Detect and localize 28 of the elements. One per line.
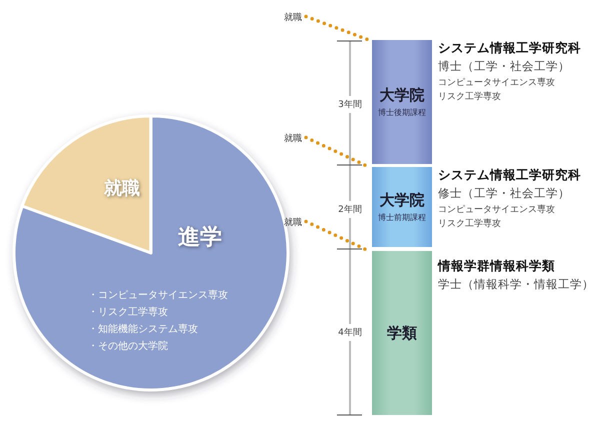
employment-label: 就職 (284, 132, 302, 145)
major-text: コンピュータサイエンス専攻 (438, 76, 556, 89)
degree-text: 博士（工学・社会工学） (438, 59, 571, 74)
stage-subtitle: 博士後期課程 (378, 107, 426, 118)
degree-text: 修士（工学・社会工学） (438, 186, 571, 201)
dotted-leader-line (304, 14, 371, 42)
list-item: ・リスク工学専攻 (88, 306, 168, 319)
program-title: システム情報工学研究科 (438, 40, 582, 57)
major-text: リスク工学専攻 (438, 90, 502, 103)
program-title: システム情報工学研究科 (438, 167, 582, 184)
list-item: ・知能機能システム専攻 (88, 322, 198, 336)
program-title: 情報学群情報科学類 (438, 258, 556, 275)
employment-label: 就職 (284, 216, 302, 229)
stage-bar (372, 40, 432, 164)
stage-subtitle: 博士前期課程 (378, 212, 426, 223)
slice-label: 進学 (178, 224, 222, 252)
stage-title: 大学院 (380, 191, 424, 210)
stage-bar (372, 167, 432, 247)
employment-label: 就職 (284, 11, 302, 24)
stage-bar (372, 251, 432, 415)
list-item: ・コンピュータサイエンス専攻 (88, 288, 228, 302)
stage-title: 大学院 (380, 86, 424, 105)
major-text: コンピュータサイエンス専攻 (438, 204, 556, 216)
list-item: ・その他の大学院 (88, 340, 168, 353)
slice-label: 就職 (104, 177, 140, 200)
major-text: リスク工学専攻 (438, 218, 502, 230)
degree-text: 学士（情報科学・情報工学） (438, 277, 595, 292)
stage-title: 学類 (387, 324, 417, 342)
